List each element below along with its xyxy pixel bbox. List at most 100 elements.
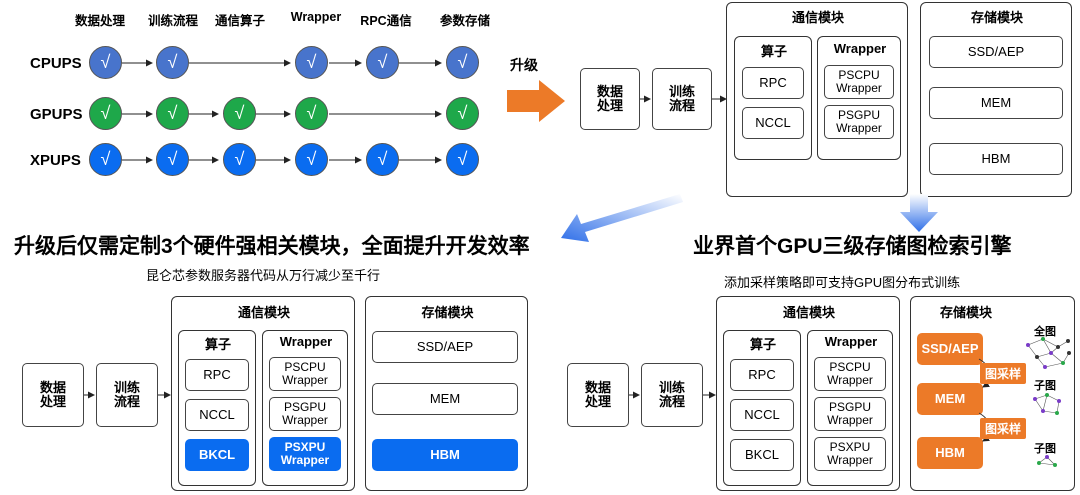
train-box: 训练 流程 (96, 363, 158, 427)
check-icon: √ (156, 97, 189, 130)
sub-graph-small-icon (1037, 455, 1057, 467)
op-group-title: 算子 (760, 44, 787, 59)
sample-tag: 图采样 (980, 418, 1027, 439)
storage-hbm: HBM (929, 143, 1063, 175)
wrapper-group: Wrapper PSCPU Wrapper PSGPU Wrapper (817, 36, 901, 160)
upgrade-arrow-icon (507, 80, 565, 122)
train-box: 训练 流程 (641, 363, 703, 427)
check-icon: √ (295, 46, 328, 79)
storage-hbm: HBM (917, 437, 983, 469)
col-header-data-proc: 数据处理 (74, 14, 125, 28)
check-icon: √ (366, 46, 399, 79)
col-header-comm-op: 通信算子 (214, 14, 265, 28)
op-group: 算子 RPC NCCL BKCL (723, 330, 801, 486)
wrapper-group: Wrapper PSCPU Wrapper PSGPU Wrapper PSXP… (262, 330, 348, 486)
graph-label-full: 全图 (1034, 326, 1056, 338)
comm-module: 通信模块 算子 RPC NCCL BKCL Wrapper PSCPU Wrap… (171, 296, 355, 491)
wrapper-psxpu: PSXPU Wrapper (269, 437, 341, 471)
op-nccl: NCCL (185, 399, 249, 431)
graph-label-sub: 子图 (1034, 443, 1056, 455)
check-icon: √ (223, 97, 256, 130)
full-graph-icon (1026, 337, 1071, 369)
op-rpc: RPC (730, 359, 794, 391)
comm-module: 通信模块 算子 RPC NCCL Wrapper PSCPU Wrapper P… (726, 2, 908, 197)
sample-tag: 图采样 (980, 363, 1027, 384)
op-group: 算子 RPC NCCL BKCL (178, 330, 256, 486)
row-label-cpups: CPUPS (30, 55, 82, 72)
col-header-train: 训练流程 (147, 14, 198, 28)
left-down-arrow-icon (561, 194, 683, 242)
col-header-param-store: 参数存储 (439, 14, 490, 28)
storage-module: 存储模块 SSD/AEP MEM HBM 图采样 图采样 全图 子图 子图 (910, 296, 1075, 491)
left-title: 升级后仅需定制3个硬件强相关模块，全面提升开发效率 (14, 235, 530, 258)
wrapper-group-title: Wrapper (824, 334, 878, 349)
check-icon: √ (446, 46, 479, 79)
data-proc-box: 数据 处理 (22, 363, 84, 427)
storage-module: 存储模块 SSD/AEP MEM HBM (365, 296, 528, 491)
wrapper-psgpu: PSGPU Wrapper (269, 397, 341, 431)
sub-graph-icon (1033, 393, 1061, 415)
check-icon: √ (89, 97, 122, 130)
row-label-xpups: XPUPS (30, 152, 81, 169)
check-icon: √ (295, 143, 328, 176)
wrapper-group-title: Wrapper (279, 334, 333, 349)
op-rpc: RPC (742, 67, 804, 99)
check-icon: √ (223, 143, 256, 176)
comm-module: 通信模块 算子 RPC NCCL BKCL Wrapper PSCPU Wrap… (716, 296, 900, 491)
storage-module-title: 存储模块 (970, 10, 1023, 25)
wrapper-psgpu: PSGPU Wrapper (824, 105, 894, 139)
storage-mem: MEM (372, 383, 518, 415)
op-nccl: NCCL (742, 107, 804, 139)
op-group-title: 算子 (749, 337, 776, 352)
flow-arrows (640, 95, 727, 103)
train-box: 训练 流程 (652, 68, 712, 130)
wrapper-group: Wrapper PSCPU Wrapper PSGPU Wrapper PSXP… (807, 330, 893, 486)
check-icon: √ (156, 143, 189, 176)
comm-module-title: 通信模块 (237, 305, 290, 320)
wrapper-pscpu: PSCPU Wrapper (269, 357, 341, 391)
op-nccl: NCCL (730, 399, 794, 431)
col-header-wrapper: Wrapper (290, 10, 342, 24)
right-subtitle: 添加采样策略即可支持GPU图分布式训练 (724, 275, 961, 290)
comm-module-title: 通信模块 (782, 305, 835, 320)
storage-ssd: SSD/AEP (372, 331, 518, 363)
storage-module-title: 存储模块 (421, 305, 474, 320)
storage-hbm: HBM (372, 439, 518, 471)
storage-module: 存储模块 SSD/AEP MEM HBM (920, 2, 1072, 197)
storage-mem: MEM (917, 383, 983, 415)
check-icon: √ (295, 97, 328, 130)
col-header-rpc: RPC通信 (360, 14, 412, 28)
check-icon: √ (89, 143, 122, 176)
wrapper-psgpu: PSGPU Wrapper (814, 397, 886, 431)
wrapper-pscpu: PSCPU Wrapper (814, 357, 886, 391)
wrapper-group-title: Wrapper (833, 41, 887, 56)
check-icon: √ (446, 97, 479, 130)
right-title: 业界首个GPU三级存储图检索引擎 (693, 235, 1012, 258)
left-subtitle: 昆仑芯参数服务器代码从万行减少至千行 (146, 268, 381, 283)
check-icon: √ (156, 46, 189, 79)
wrapper-psxpu: PSXPU Wrapper (814, 437, 886, 471)
op-bkcl: BKCL (185, 439, 249, 471)
data-proc-box: 数据 处理 (567, 363, 629, 427)
flow-arrows (629, 391, 716, 399)
comm-module-title: 通信模块 (791, 10, 844, 25)
matrix-connectors (122, 59, 442, 164)
flow-arrows (84, 391, 171, 399)
check-icon: √ (89, 46, 122, 79)
data-proc-box: 数据 处理 (580, 68, 640, 130)
check-icon: √ (366, 143, 399, 176)
wrapper-pscpu: PSCPU Wrapper (824, 65, 894, 99)
row-label-gpups: GPUPS (30, 106, 83, 123)
op-bkcl: BKCL (730, 439, 794, 471)
upgrade-label: 升级 (510, 57, 538, 73)
storage-mem: MEM (929, 87, 1063, 119)
graph-label-sub: 子图 (1034, 380, 1056, 392)
op-group: 算子 RPC NCCL (734, 36, 812, 160)
storage-ssd: SSD/AEP (917, 333, 983, 365)
storage-module-title: 存储模块 (939, 305, 992, 320)
op-group-title: 算子 (204, 337, 231, 352)
op-rpc: RPC (185, 359, 249, 391)
check-icon: √ (446, 143, 479, 176)
storage-ssd: SSD/AEP (929, 36, 1063, 68)
right-down-arrow-icon (900, 194, 938, 232)
